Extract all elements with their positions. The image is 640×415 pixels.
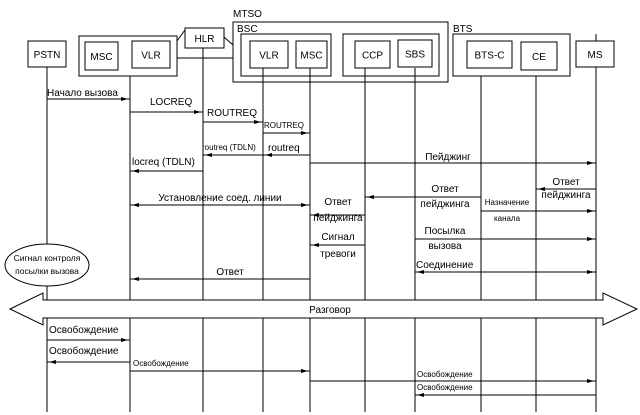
participant-hlr (184, 27, 225, 49)
participant-label: CCP (362, 51, 383, 62)
arrowhead (587, 379, 594, 383)
arrowhead (49, 360, 56, 364)
participant-msc2 (295, 40, 328, 69)
arrowhead (417, 393, 424, 397)
arrowhead (132, 277, 139, 281)
call-control-note (4, 243, 90, 287)
arrowhead (205, 153, 212, 157)
arrowhead (587, 237, 594, 241)
message-label: Сигнал (321, 232, 355, 243)
arrowhead (132, 169, 139, 173)
mtso-label: MTSO (233, 9, 262, 20)
message-label: пейджинга (313, 213, 363, 224)
participant-msc1 (84, 41, 119, 71)
message-label: Пейджинг (425, 152, 471, 163)
bsc-label: BSC (237, 24, 258, 35)
hlr-right-link (223, 36, 234, 46)
message-label: Ответ (431, 184, 459, 195)
arrowhead (265, 153, 272, 157)
message-label: Освобождение (417, 370, 473, 379)
message-label: LOCREQ (150, 97, 192, 108)
arrowhead (312, 243, 319, 247)
arrowhead (538, 187, 545, 191)
message-label: тревоги (320, 249, 356, 260)
participant-btsc (466, 40, 513, 69)
participant-label: MSC (300, 51, 322, 62)
arrowhead (132, 203, 139, 207)
note-line-1: Сигнал контроля (14, 253, 81, 263)
message-label: пейджинга (420, 199, 470, 210)
message-label: ROUTREQ (264, 121, 304, 130)
message-label: Назначение (485, 198, 530, 207)
message-label: Освобождение (417, 383, 473, 392)
message-label: вызова (428, 241, 462, 252)
message-label: routreq (TDLN) (202, 143, 256, 152)
arrowhead (121, 97, 128, 101)
message-label: Ответ (324, 197, 352, 208)
message-label: routreq (268, 143, 300, 154)
hlr-left-link (176, 29, 186, 42)
message-label: Ответ (216, 267, 244, 278)
message-label: канала (494, 214, 521, 223)
message-label: Начало вызова (47, 88, 118, 99)
message-label: Установление соед. линии (158, 193, 281, 204)
message-label: Освобождение (49, 324, 119, 336)
participant-label: HLR (194, 34, 214, 45)
participant-vlr2 (249, 40, 289, 69)
message-label: locreq (TDLN) (132, 157, 195, 168)
arrowhead (121, 338, 128, 342)
arrowhead (301, 203, 308, 207)
arrowhead (587, 270, 594, 274)
participant-label: VLR (141, 51, 160, 62)
message-label: Освобождение (133, 359, 189, 368)
arrowhead (301, 131, 308, 135)
arrowhead (301, 369, 308, 373)
conversation-label: Разговор (309, 305, 351, 316)
participant-ms (575, 40, 615, 68)
arrowhead (587, 209, 594, 213)
note-line-2: посылки вызова (15, 266, 79, 276)
arrowhead (587, 161, 594, 165)
bts-label: BTS (453, 24, 473, 35)
participant-label: BTS-C (475, 51, 505, 62)
participant-ce (520, 41, 558, 71)
participant-label: CE (532, 52, 546, 63)
arrowhead (417, 270, 424, 274)
arrowhead (194, 110, 201, 114)
message-label: Соединение (416, 260, 474, 271)
conversation-arrow (8, 292, 639, 326)
participant-label: MS (588, 50, 603, 61)
arrowhead (254, 120, 261, 124)
participant-label: VLR (259, 51, 278, 62)
participant-pstn (27, 40, 67, 68)
participant-label: PSTN (34, 50, 61, 61)
participant-vlr1 (131, 40, 171, 69)
message-label: Ответ (552, 177, 580, 188)
message-label: Освобождение (49, 345, 119, 357)
arrowhead (367, 195, 374, 199)
participant-label: SBS (405, 50, 425, 61)
participant-sbs (397, 39, 433, 68)
arrowhead (312, 213, 319, 217)
message-label: ROUTREQ (207, 108, 257, 119)
message-label: Посылка (425, 226, 466, 237)
participant-ccp (354, 40, 391, 69)
participant-label: MSC (90, 52, 112, 63)
message-label: пейджинга (541, 190, 591, 201)
